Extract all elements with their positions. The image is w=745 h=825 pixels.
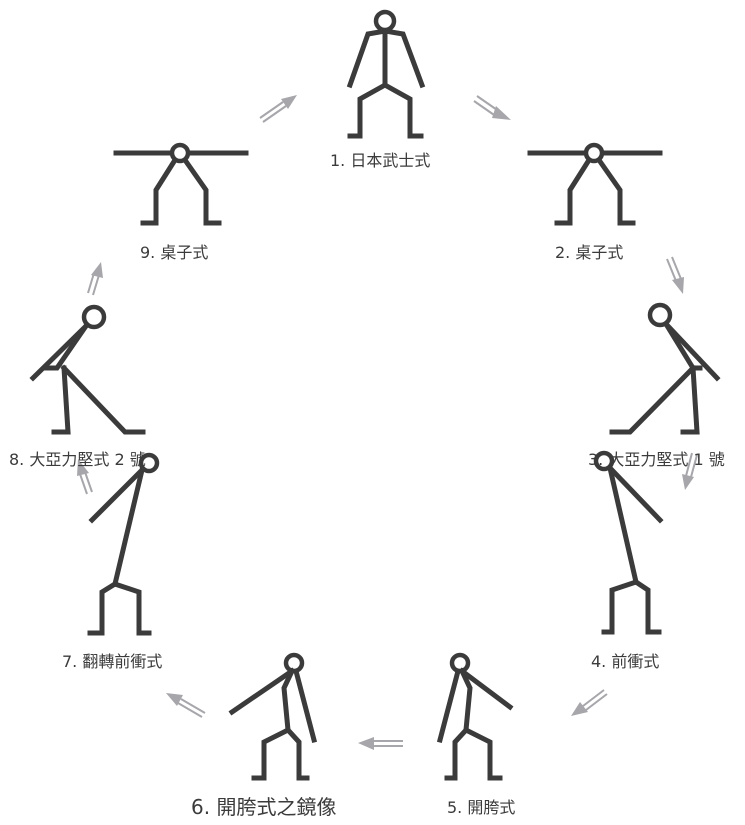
figure-leg-front bbox=[54, 368, 68, 432]
figure-leg-left bbox=[604, 582, 636, 632]
figure-head bbox=[376, 12, 394, 30]
figure-pose-5 bbox=[440, 655, 510, 778]
figure-pose-3 bbox=[612, 305, 717, 432]
figure-pose-2 bbox=[530, 145, 660, 223]
figure-leg-back bbox=[612, 368, 693, 432]
figure-leg-left bbox=[557, 160, 589, 223]
figure-head bbox=[286, 655, 302, 671]
figure-leg-right bbox=[599, 160, 633, 223]
pose-label-3: 3. 大亞力堅式 1 號 bbox=[588, 450, 725, 470]
figure-leg-right bbox=[636, 582, 659, 632]
figure-leg-left bbox=[90, 584, 115, 633]
pose-label-7: 7. 翻轉前衝式 bbox=[62, 652, 162, 672]
figure-head bbox=[452, 655, 468, 671]
figure-leg-left bbox=[350, 85, 385, 136]
figure-leg-right bbox=[185, 160, 219, 223]
figure-pose-8 bbox=[33, 307, 143, 432]
figure-leg-right bbox=[385, 85, 421, 136]
arrow-1-to-2 bbox=[474, 96, 511, 120]
arrow-6-to-7 bbox=[166, 693, 205, 717]
figure-leg-right bbox=[115, 584, 149, 633]
pose-label-6: 6. 開胯式之鏡像 bbox=[191, 795, 336, 819]
arrow-9-to-1 bbox=[260, 95, 297, 122]
figure-pose-7 bbox=[90, 455, 157, 633]
figure-leg-left bbox=[254, 730, 288, 778]
pose-label-2: 2. 桌子式 bbox=[555, 243, 623, 263]
figure-leg-left bbox=[447, 730, 466, 778]
figure-pose-9 bbox=[116, 145, 246, 223]
pose-label-9: 9. 桌子式 bbox=[140, 243, 208, 263]
figure-arm-right bbox=[296, 671, 314, 740]
arrow-4-to-5 bbox=[571, 690, 607, 716]
pose-label-4: 4. 前衝式 bbox=[591, 652, 659, 672]
figure-leg-right bbox=[466, 730, 500, 778]
pose-label-5: 5. 開胯式 bbox=[447, 798, 515, 818]
pose-label-8: 8. 大亞力堅式 2 號 bbox=[9, 450, 146, 470]
figure-torso bbox=[462, 671, 470, 730]
figure-torso bbox=[284, 671, 292, 730]
figure-pose-1 bbox=[350, 12, 422, 136]
figure-leg-back bbox=[64, 368, 143, 432]
figure-arm bbox=[33, 326, 86, 378]
figure-leg-left bbox=[143, 160, 175, 223]
figure-leg-right bbox=[288, 730, 307, 778]
figure-arm-left bbox=[350, 31, 385, 85]
figure-torso bbox=[115, 470, 142, 584]
arrow-2-to-3 bbox=[667, 257, 684, 294]
figure-pose-4 bbox=[596, 453, 660, 632]
pose-label-1: 1. 日本武士式 bbox=[330, 151, 430, 171]
arrow-5-to-6 bbox=[358, 737, 403, 750]
arrow-8-to-9 bbox=[88, 262, 103, 295]
figure-pose-6 bbox=[232, 655, 314, 778]
figure-arm-left bbox=[440, 671, 458, 740]
figure-arm-right bbox=[385, 31, 422, 85]
